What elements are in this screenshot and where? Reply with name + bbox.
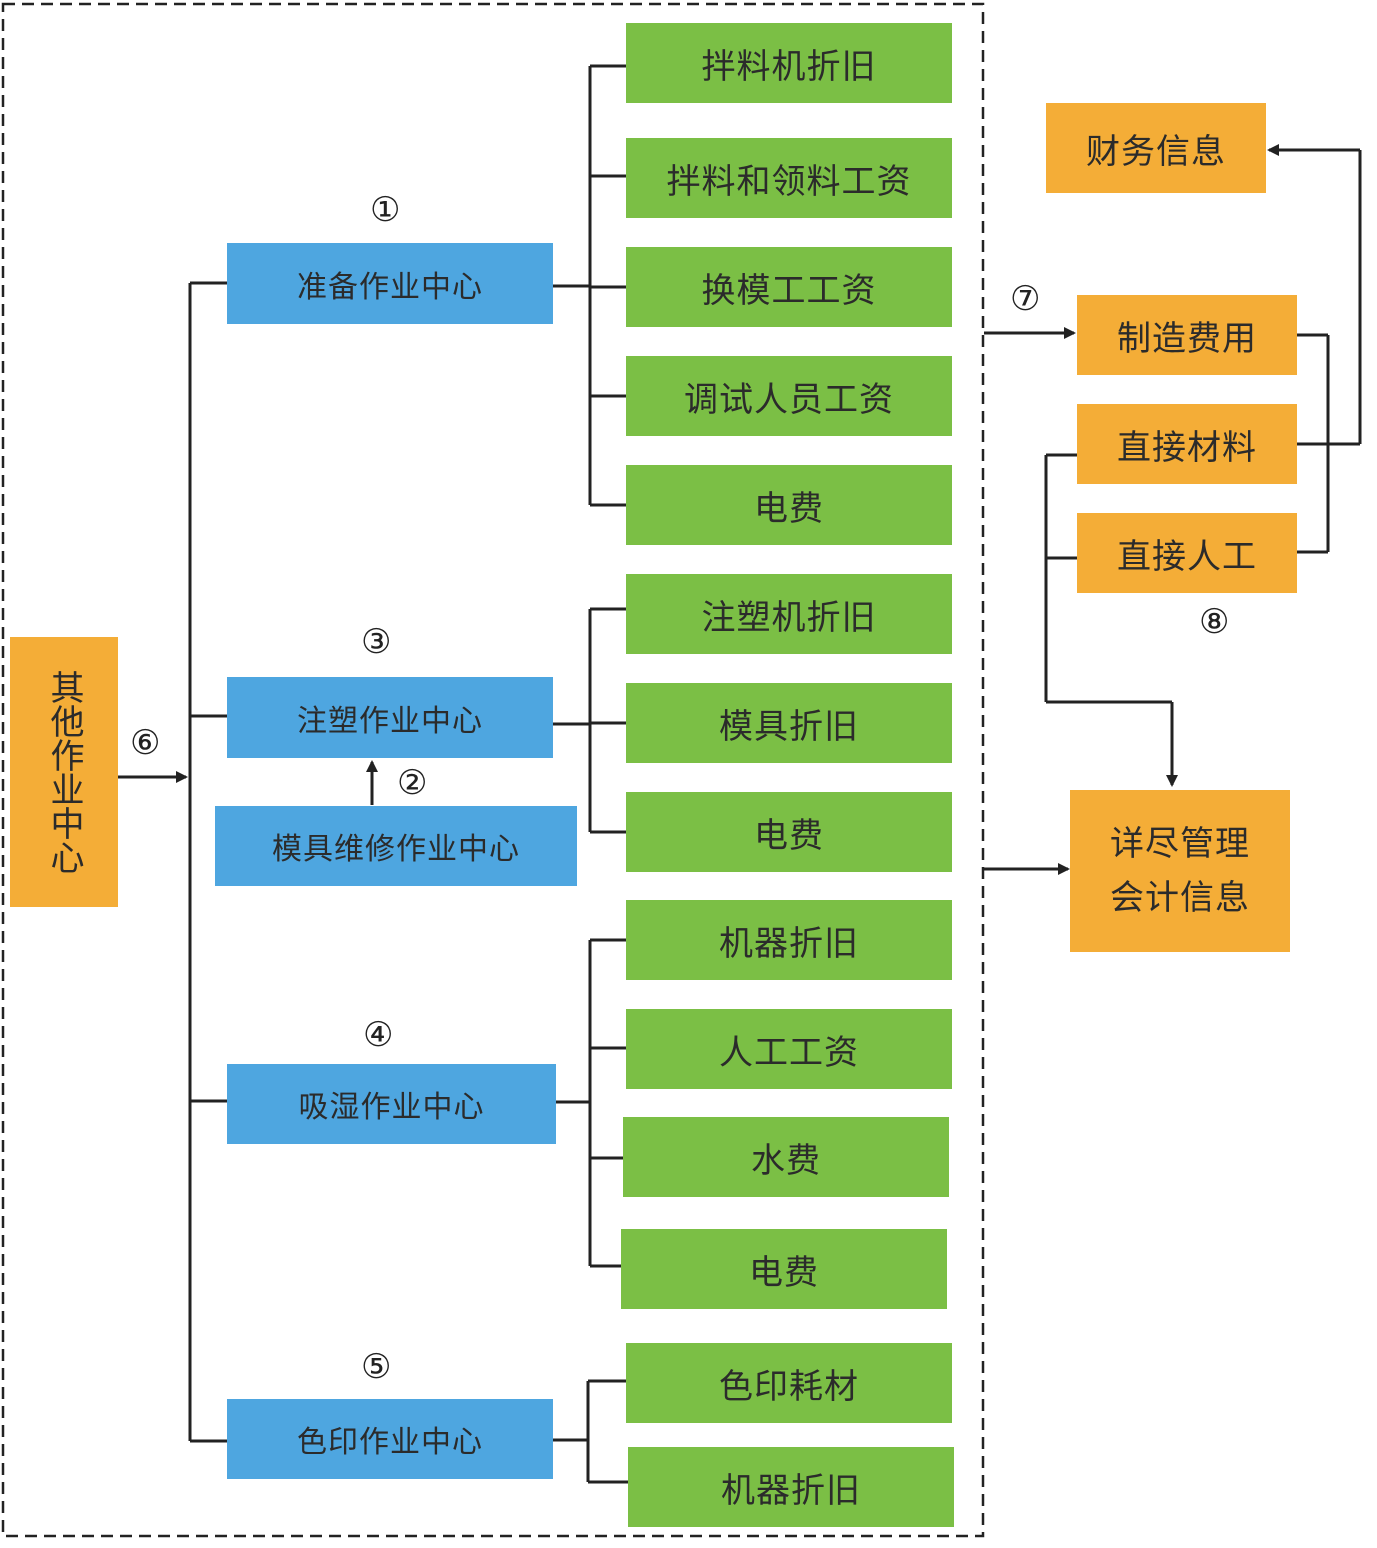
center-preparation-label: 准备作业中心 xyxy=(297,269,483,305)
direct-labor: 直接人工 xyxy=(1077,513,1297,593)
marker-6: ⑥ xyxy=(130,723,161,763)
other-activity-center: 其他作业中心 xyxy=(10,637,118,907)
center-injection-label: 注塑作业中心 xyxy=(297,703,483,739)
dashed-boundary xyxy=(1,2,985,1538)
financial-info: 财务信息 xyxy=(1046,103,1266,193)
cost-item-label: 机器折旧 xyxy=(721,1470,861,1511)
cost-item-label: 调试人员工资 xyxy=(684,379,894,420)
cost-item-label: 机器折旧 xyxy=(719,923,859,964)
cost-item-label: 水费 xyxy=(751,1140,821,1181)
cost-item-label: 拌料机折旧 xyxy=(701,46,877,87)
cost-item: 机器折旧 xyxy=(626,900,952,980)
direct-material-label: 直接材料 xyxy=(1117,427,1257,468)
center-preparation: 准备作业中心 xyxy=(227,243,553,324)
cost-item: 换模工工资 xyxy=(626,247,952,327)
cost-item: 电费 xyxy=(626,792,952,872)
marker-3: ③ xyxy=(361,622,392,662)
center-mold-maintenance: 模具维修作业中心 xyxy=(215,806,577,886)
center-humidity-label: 吸湿作业中心 xyxy=(298,1090,485,1125)
cost-item-label: 电费 xyxy=(749,1252,819,1293)
cost-item: 调试人员工资 xyxy=(626,356,952,436)
cost-item: 电费 xyxy=(621,1229,947,1309)
cost-item-label: 人工工资 xyxy=(719,1032,859,1073)
center-injection: 注塑作业中心 xyxy=(227,677,553,758)
cost-item: 水费 xyxy=(623,1117,949,1197)
marker-5: ⑤ xyxy=(361,1347,392,1387)
center-mold-maintenance-label: 模具维修作业中心 xyxy=(272,832,520,867)
detailed-management-info: 详尽管理 会计信息 xyxy=(1070,790,1290,952)
direct-labor-label: 直接人工 xyxy=(1117,536,1257,577)
cost-item: 拌料机折旧 xyxy=(626,23,952,103)
detailed-info-line2: 会计信息 xyxy=(1110,878,1250,918)
marker-2: ② xyxy=(397,763,428,803)
other-activity-center-label: 其他作业中心 xyxy=(44,670,84,874)
cost-item: 注塑机折旧 xyxy=(626,574,952,654)
center-printing-label: 色印作业中心 xyxy=(297,1425,483,1460)
cost-item: 机器折旧 xyxy=(628,1447,954,1527)
cost-item: 模具折旧 xyxy=(626,683,952,763)
cost-item: 色印耗材 xyxy=(626,1343,952,1423)
manufacturing-cost: 制造费用 xyxy=(1077,295,1297,375)
financial-info-label: 财务信息 xyxy=(1086,131,1226,172)
marker-4: ④ xyxy=(363,1015,394,1055)
marker-1: ① xyxy=(370,190,401,230)
cost-item-label: 换模工工资 xyxy=(701,270,877,311)
manufacturing-cost-label: 制造费用 xyxy=(1117,318,1257,359)
direct-material: 直接材料 xyxy=(1077,404,1297,484)
cost-item: 人工工资 xyxy=(626,1009,952,1089)
cost-item: 电费 xyxy=(626,465,952,545)
cost-item-label: 色印耗材 xyxy=(719,1366,859,1407)
cost-item: 拌料和领料工资 xyxy=(626,138,952,218)
cost-item-label: 拌料和领料工资 xyxy=(666,161,912,202)
marker-8: ⑧ xyxy=(1199,602,1230,642)
cost-item-label: 模具折旧 xyxy=(719,706,859,747)
center-humidity: 吸湿作业中心 xyxy=(227,1064,556,1144)
marker-7: ⑦ xyxy=(1010,279,1041,319)
cost-item-label: 注塑机折旧 xyxy=(701,597,877,638)
cost-item-label: 电费 xyxy=(754,815,824,856)
center-printing: 色印作业中心 xyxy=(227,1399,553,1479)
cost-item-label: 电费 xyxy=(754,488,824,529)
detailed-info-line1: 详尽管理 xyxy=(1110,824,1250,864)
